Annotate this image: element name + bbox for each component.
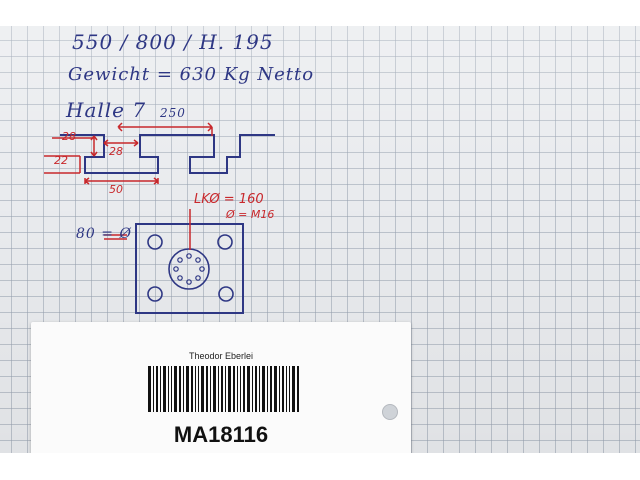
dim-arrow-22 bbox=[44, 155, 81, 174]
dim-arrow-250 bbox=[117, 122, 213, 136]
dim-width-top: 250 bbox=[160, 106, 186, 120]
corner-hole-tr bbox=[217, 234, 233, 250]
note-hall: Halle 7 bbox=[66, 98, 147, 122]
dim-arrow-50 bbox=[84, 177, 159, 185]
t-slot-profile bbox=[60, 134, 275, 174]
bolt-holes bbox=[173, 253, 205, 285]
lk-label: LKØ = 160 bbox=[194, 192, 264, 207]
tag-company-name: Theodor Eberlei bbox=[188, 351, 254, 361]
thread-label: Ø = M16 bbox=[226, 208, 275, 221]
inventory-tag: Theodor Eberlei MA18116 bbox=[31, 322, 411, 453]
note-weight: Gewicht = 630 Kg Netto bbox=[68, 64, 315, 85]
tag-item-code: MA18116 bbox=[173, 422, 269, 447]
tag-punch-hole bbox=[382, 404, 398, 420]
photo: 550 / 800 / H. 195 Gewicht = 630 Kg Nett… bbox=[0, 26, 640, 453]
note-dimensions: 550 / 800 / H. 195 bbox=[72, 30, 274, 54]
dim-28b-label: 28 bbox=[109, 145, 123, 158]
dim-arrow-28a bbox=[52, 135, 98, 157]
corner-hole-tl bbox=[147, 234, 163, 250]
corner-hole-bl bbox=[147, 286, 163, 302]
bolt-circle bbox=[168, 248, 210, 290]
dim-50-label: 50 bbox=[109, 183, 123, 196]
barcode bbox=[148, 366, 322, 412]
dim-28a-label: 28 bbox=[62, 130, 76, 143]
corner-hole-br bbox=[218, 286, 234, 302]
hole-size-label: 80 = Ø bbox=[76, 226, 132, 242]
dim-arrow-28b bbox=[103, 139, 139, 147]
hole-leader bbox=[104, 234, 127, 240]
drawing-layer bbox=[44, 122, 275, 314]
dim-22-label: 22 bbox=[54, 154, 68, 167]
